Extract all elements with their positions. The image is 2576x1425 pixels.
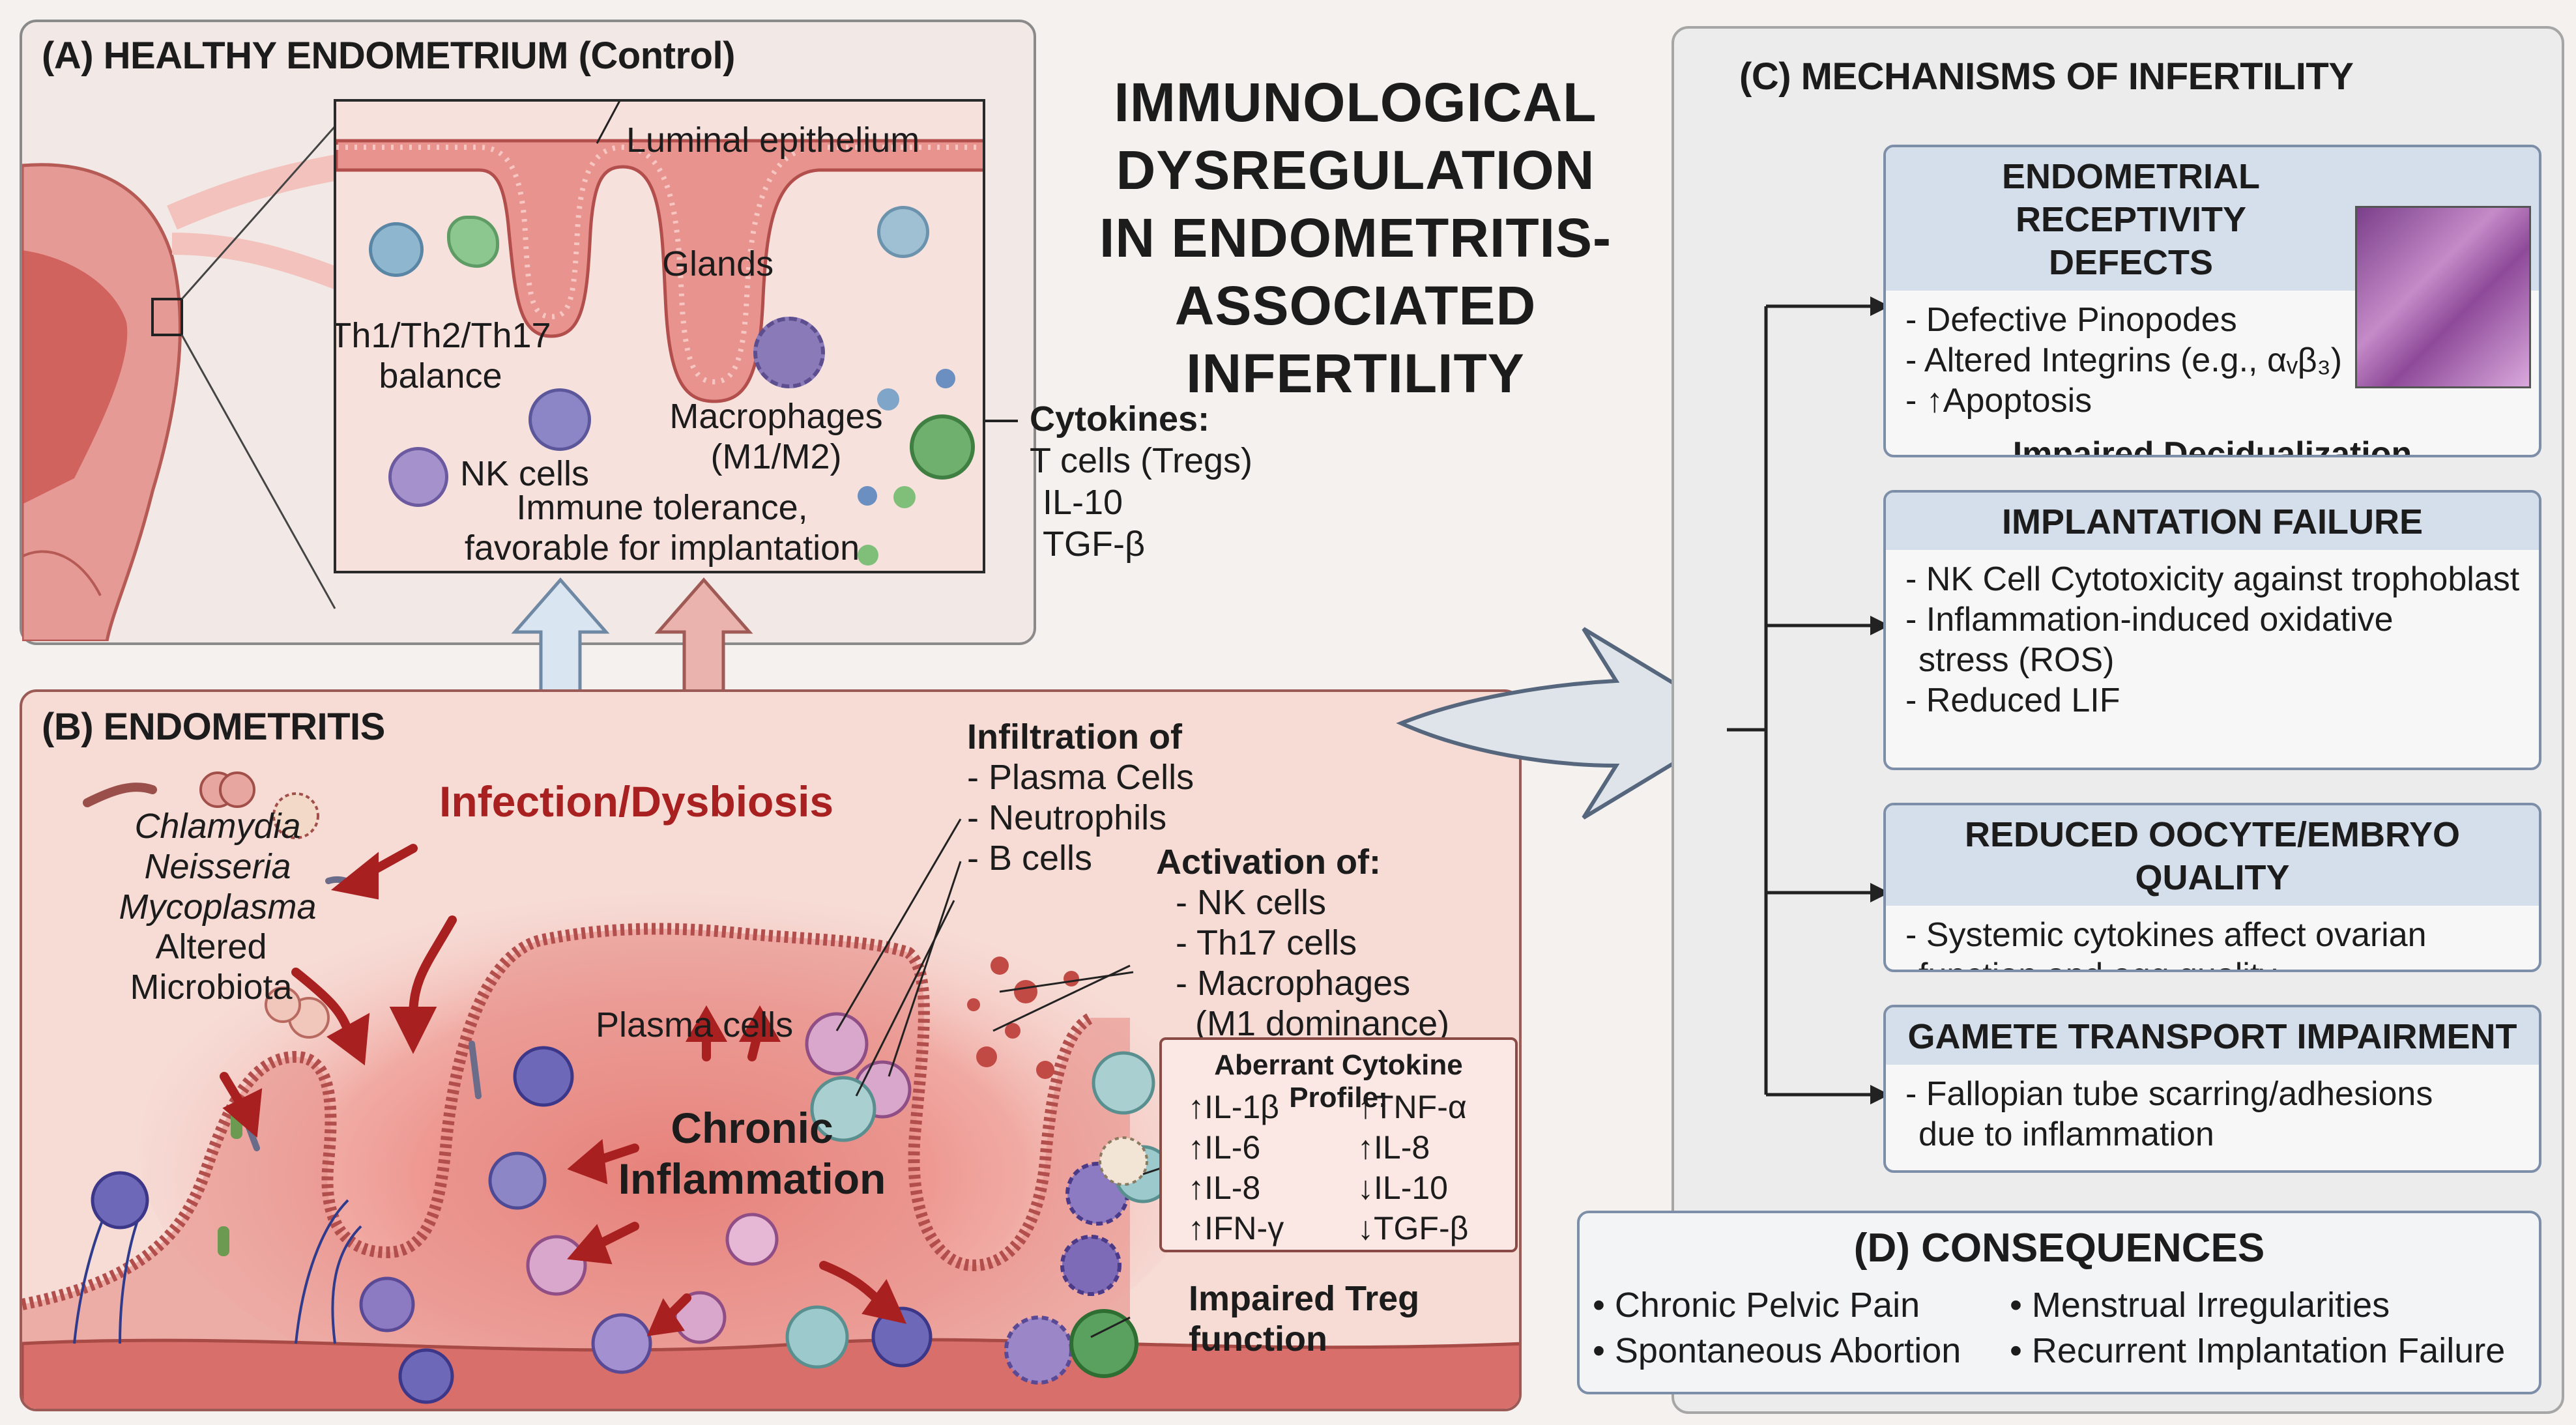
glands-label: Glands xyxy=(662,244,774,283)
infiltration-list: Infiltration of - Plasma Cells - Neutrop… xyxy=(967,717,1194,878)
consequence-rif: • Recurrent Implantation Failure xyxy=(2010,1331,2506,1370)
helper-cell-icon xyxy=(447,216,499,268)
chronic-inflammation-label: Chronic Inflammation xyxy=(618,1104,886,1203)
cytokine-tgfb: TGF-β xyxy=(1043,525,1146,564)
macrophage-icon xyxy=(753,317,825,388)
consequence-pelvic-pain: • Chronic Pelvic Pain xyxy=(1593,1286,1920,1325)
cytokine-pointer-line xyxy=(985,420,1018,422)
t-cell-icon xyxy=(369,222,424,277)
gamete-transport-title: GAMETE TRANSPORT IMPAIRMENT xyxy=(1886,1007,2539,1065)
cytokine-dot-icon xyxy=(893,486,916,508)
infection-dysbiosis-label: Infection/Dysbiosis xyxy=(439,777,834,826)
gamete-transport-box: GAMETE TRANSPORT IMPAIRMENT - Fallopian … xyxy=(1883,1005,2541,1173)
cytokine-profile-box: Aberrant Cytokine Profile: ↑IL-1β ↑IL-6 … xyxy=(1159,1037,1518,1252)
oocyte-quality-box: REDUCED OOCYTE/EMBRYO QUALITY - Systemic… xyxy=(1883,803,2541,972)
cytokine-dot-icon xyxy=(858,486,877,506)
mechanism-branch-lines xyxy=(1727,296,1890,1104)
inflamed-tissue-illustration xyxy=(22,771,1519,1409)
impaired-treg-label: Impaired Treg function xyxy=(1189,1279,1420,1359)
panel-healthy-endometrium: (A) HEALTHY ENDOMETRIUM (Control) Lumina… xyxy=(20,20,1036,645)
healthy-tissue-zoom: Luminal epithelium Glands Th1/Th2/Th17 b… xyxy=(334,99,985,573)
consequence-abortion: • Spontaneous Abortion xyxy=(1593,1331,1961,1370)
implantation-failure-title: IMPLANTATION FAILURE xyxy=(1886,493,2539,550)
panel-endometritis: (B) ENDOMETRITIS xyxy=(20,689,1522,1411)
consequence-menstrual: • Menstrual Irregularities xyxy=(2010,1286,2390,1325)
plasma-cells-label: Plasma cells xyxy=(596,1005,794,1044)
uterus-illustration xyxy=(22,126,353,641)
immune-cell-icon xyxy=(877,206,929,258)
panel-b-title: (B) ENDOMETRITIS xyxy=(42,706,385,748)
lymphocyte-icon xyxy=(528,388,591,451)
histology-image xyxy=(2355,206,2531,388)
cytokine-il10: IL-10 xyxy=(1043,483,1123,522)
activation-list: Activation of: - NK cells - Th17 cells -… xyxy=(1156,842,1450,1043)
th-balance-label: Th1/Th2/Th17 balance xyxy=(334,316,551,396)
receptivity-defects-list: - Defective Pinopodes - Altered Integrin… xyxy=(1905,301,2412,457)
cytokine-profile-title: Aberrant Cytokine Profile: xyxy=(1214,1049,1463,1114)
oocyte-quality-list: - Systemic cytokines affect ovarian func… xyxy=(1905,916,2427,970)
macrophages-label: Macrophages (M1/M2) xyxy=(669,397,883,476)
cytokine-profile-left: ↑IL-1β ↑IL-6 ↑IL-8 ↑IFN-γ xyxy=(1188,1089,1284,1246)
cytokine-dot-icon xyxy=(858,545,878,566)
cytokines-title: Cytokines: xyxy=(1030,399,1210,439)
panel-consequences: (D) CONSEQUENCES • Chronic Pelvic Pain •… xyxy=(1577,1211,2541,1394)
altered-microbiota-label: Altered Microbiota xyxy=(130,927,293,1007)
healthy-glands-illustration xyxy=(336,102,983,403)
treg-cell-icon xyxy=(910,414,975,480)
nk-cell-icon xyxy=(388,447,448,507)
panel-d-title: (D) CONSEQUENCES xyxy=(1853,1226,2265,1271)
immune-tolerance-label: Immune tolerance, favorable for implanta… xyxy=(464,488,860,568)
pathogen-list: Chlamydia Neisseria Mycoplasma xyxy=(119,807,317,927)
cytokine-tregs: T cells (Tregs) xyxy=(1030,441,1253,480)
oocyte-quality-title: REDUCED OOCYTE/EMBRYO QUALITY xyxy=(1886,805,2539,906)
main-title: IMMUNOLOGICAL DYSREGULATION IN ENDOMETRI… xyxy=(1099,72,1612,404)
panel-c-title: (C) MECHANISMS OF INFERTILITY xyxy=(1739,55,2354,98)
nk-cells-label: NK cells xyxy=(460,454,590,493)
implantation-failure-box: IMPLANTATION FAILURE - NK Cell Cytotoxic… xyxy=(1883,490,2541,770)
implantation-failure-list: - NK Cell Cytotoxicity against trophobla… xyxy=(1905,560,2520,719)
cytokine-dot-icon xyxy=(877,388,899,410)
panel-a-title: (A) HEALTHY ENDOMETRIUM (Control) xyxy=(42,35,735,77)
receptivity-defects-box: ENDOMETRIAL RECEPTIVITY DEFECTS - Defect… xyxy=(1883,145,2541,457)
gamete-transport-list: - Fallopian tube scarring/adhesions due … xyxy=(1905,1075,2433,1153)
luminal-epithelium-label: Luminal epithelium xyxy=(626,121,920,160)
cytokine-profile-right: ↑TNF-α ↑IL-8 ↓IL-10 ↓TGF-β xyxy=(1357,1089,1469,1246)
cytokine-dot-icon xyxy=(936,369,955,388)
